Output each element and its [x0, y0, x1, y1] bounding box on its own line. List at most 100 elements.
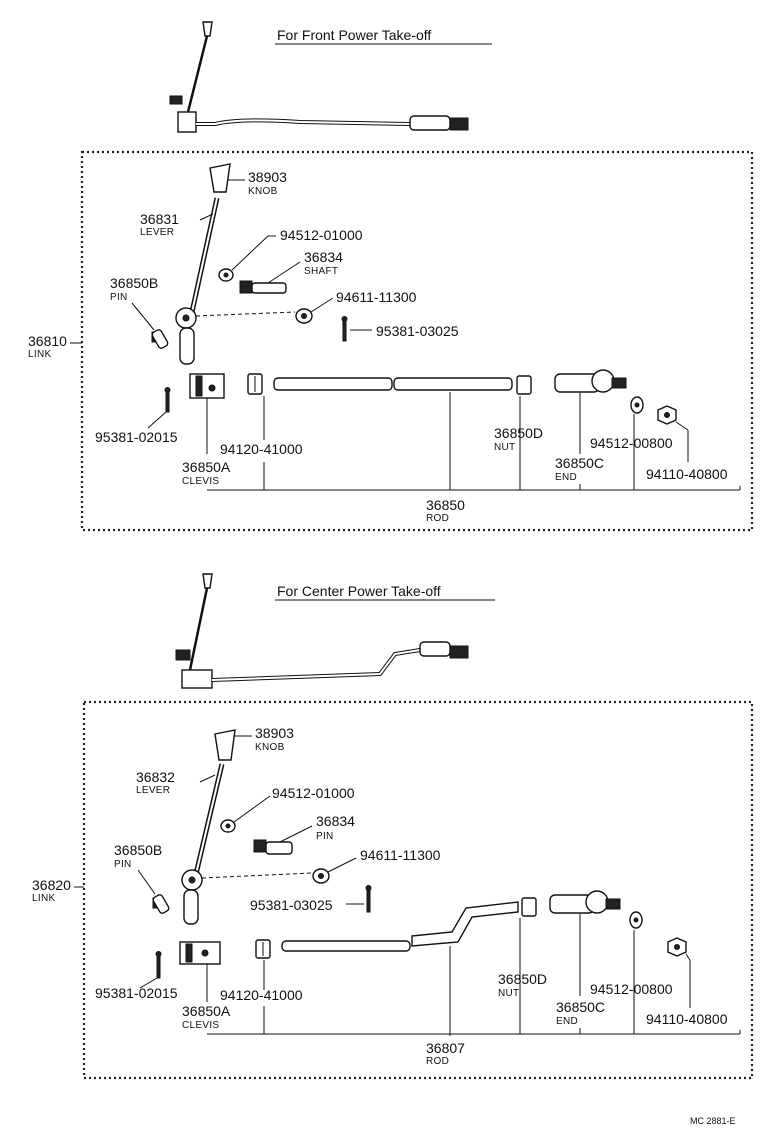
- pin-number: 36850B: [110, 275, 158, 291]
- clevis-name: CLEVIS: [182, 476, 219, 487]
- link-number: 36810: [28, 333, 67, 349]
- overview-end-bolt: [449, 645, 469, 659]
- lever-number: 36832: [136, 769, 175, 785]
- rod-name: ROD: [426, 1056, 449, 1067]
- shaft-leader: [279, 825, 313, 843]
- overview-knob: [202, 573, 213, 589]
- rod-number: 36807: [426, 1040, 465, 1056]
- cotter-pin-lower: [156, 953, 161, 979]
- end-name: END: [556, 1016, 578, 1027]
- nut-2-name: NUT: [494, 442, 515, 453]
- shaft-name: PIN: [316, 831, 334, 842]
- figure-code: MC 2881-E: [690, 1116, 736, 1126]
- link-frame: [82, 700, 754, 1080]
- end-bolt: [611, 377, 627, 389]
- lever-leader: [199, 213, 214, 221]
- cotter-pin-lower-number: 95381-02015: [95, 985, 178, 1001]
- knob-name: KNOB: [248, 186, 278, 197]
- cotter-pin-lower: [165, 389, 170, 413]
- rod-right-half: [393, 377, 513, 391]
- lever-name: LEVER: [140, 227, 174, 238]
- end-bolt: [605, 898, 621, 910]
- lever-leader: [199, 774, 216, 783]
- overview-lever: [186, 35, 209, 113]
- pin-name: PIN: [110, 292, 128, 303]
- clevis: [189, 373, 225, 399]
- overview-knob: [202, 21, 213, 37]
- cotter-pin-lower-leader: [147, 411, 167, 429]
- rod-number: 36850: [426, 497, 465, 513]
- washer-2-leader: [310, 297, 334, 313]
- end-number: 36850C: [556, 999, 605, 1015]
- shaft-number: 36834: [316, 813, 355, 829]
- nut-2: [516, 375, 532, 395]
- shaft-name: SHAFT: [304, 266, 338, 277]
- link-number: 36820: [32, 877, 71, 893]
- clevis-number: 36850A: [182, 1003, 231, 1019]
- nut-2: [521, 897, 537, 917]
- clevis-number: 36850A: [182, 459, 231, 475]
- nut-2-number: 36850D: [494, 425, 543, 441]
- overview-end: [409, 115, 451, 131]
- link-frame: [80, 150, 754, 532]
- lever-number: 36831: [140, 211, 179, 227]
- lever-lower-arm: [179, 327, 195, 365]
- cotter-pin-upper: [342, 318, 347, 342]
- pin-leader: [137, 869, 156, 895]
- washer-number: 94512-01000: [280, 227, 363, 243]
- washer-2-number: 94611-11300: [336, 289, 417, 305]
- washer-3-number: 94512-00800: [590, 981, 673, 997]
- shaft: [265, 841, 293, 855]
- rod-left-half: [281, 940, 411, 952]
- pin-name: PIN: [114, 859, 132, 870]
- nut-1-number: 94120-41000: [220, 441, 303, 457]
- washer-2-leader: [327, 857, 357, 873]
- lever-lower-arm: [183, 889, 199, 925]
- cotter-pin-upper-number: 95381-03025: [250, 897, 333, 913]
- assembly-axis: [195, 311, 296, 317]
- washer-number: 94512-01000: [272, 785, 355, 801]
- overview-pivot: [169, 95, 183, 105]
- end-number: 36850C: [555, 455, 604, 471]
- nut-2-name: NUT: [498, 988, 519, 999]
- shaft-number: 36834: [304, 249, 343, 265]
- section-title: For Front Power Take-off: [277, 27, 431, 43]
- knob: [209, 163, 231, 193]
- washer-leader: [233, 795, 271, 823]
- pin-number: 36850B: [114, 842, 162, 858]
- end-name: END: [555, 472, 577, 483]
- knob-name: KNOB: [255, 742, 285, 753]
- nut-3-leader: [675, 421, 689, 431]
- rod-name: ROD: [426, 513, 449, 524]
- clevis-name: CLEVIS: [182, 1020, 219, 1031]
- rod-right-half: [411, 901, 519, 947]
- section-front: For Front Power Take-off 36810 LINK 3890…: [28, 21, 754, 532]
- washer-3-number: 94512-00800: [590, 435, 673, 451]
- cotter-pin-upper-number: 95381-03025: [376, 323, 459, 339]
- knob-number: 38903: [255, 725, 294, 741]
- pin: [151, 329, 169, 349]
- end-ball: [585, 890, 609, 914]
- shaft-head: [239, 280, 253, 294]
- cotter-pin-upper: [366, 887, 371, 913]
- knob: [214, 729, 236, 761]
- pin-leader: [131, 302, 155, 331]
- cotter-pin-lower-leader: [139, 977, 158, 989]
- shaft-leader: [267, 261, 301, 284]
- rod-left-half: [273, 377, 393, 391]
- link-name: LINK: [32, 893, 55, 904]
- shaft-head: [253, 839, 267, 853]
- end-ball: [591, 369, 615, 393]
- section-title: For Center Power Take-off: [277, 583, 441, 599]
- overview-lever: [188, 587, 209, 671]
- overview-clevis: [177, 111, 197, 133]
- washer-leader: [231, 235, 276, 271]
- overview-pivot: [175, 649, 191, 661]
- nut-3-number: 94110-40800: [646, 1011, 728, 1027]
- knob-number: 38903: [248, 169, 287, 185]
- overview-end: [419, 641, 451, 657]
- overview-assembly: [169, 21, 469, 133]
- section-center: For Center Power Take-off 36820 LINK 389…: [32, 573, 754, 1080]
- lever-name: LEVER: [136, 785, 170, 796]
